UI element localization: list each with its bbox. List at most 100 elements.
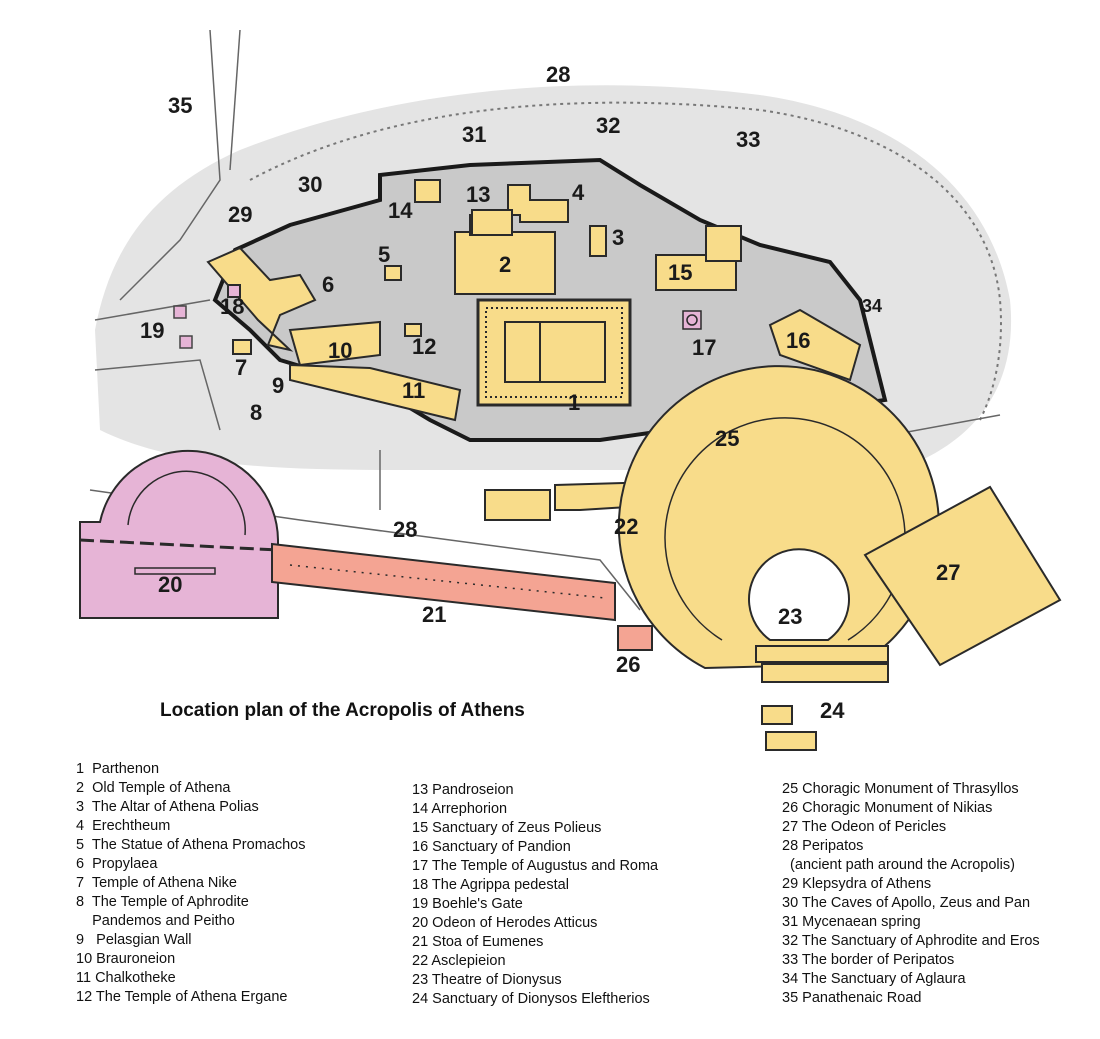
map-label: 1: [568, 390, 580, 415]
map-label: 31: [462, 122, 486, 147]
map-label: 15: [668, 260, 692, 285]
legend-item: 16 Sanctuary of Pandion: [412, 839, 571, 855]
map-label: 2: [499, 252, 511, 277]
legend-item: 1 Parthenon: [76, 761, 160, 777]
map-label: 25: [715, 426, 739, 451]
map-number-labels: 1 2 3 4 5 6 7 8 9 10 11 12 13 14 15 16 1…: [140, 62, 960, 723]
legend-item: 5 The Statue of Athena Promachos: [76, 837, 306, 853]
legend-item: 2 Old Temple of Athena: [76, 780, 231, 796]
map-label: 32: [596, 113, 620, 138]
map-label: 6: [322, 272, 334, 297]
legend-item: 11 Chalkotheke: [76, 970, 176, 986]
arrephorion: [414, 179, 441, 203]
map-label: 4: [572, 180, 585, 205]
map-label: 18: [220, 294, 244, 319]
legend-item: 26 Choragic Monument of Nikias: [782, 800, 993, 816]
legend-column-2: 13 Pandroseion 14 Arrephorion 15 Sanctua…: [412, 781, 658, 1009]
map-label: 17: [692, 335, 716, 360]
odeon-of-herodes-atticus: [79, 449, 279, 619]
legend-item: 20 Odeon of Herodes Atticus: [412, 915, 598, 931]
map-label: 9: [272, 373, 284, 398]
legend-item: 12 The Temple of Athena Ergane: [76, 989, 288, 1005]
legend-column-1: 1 Parthenon 2 Old Temple of Athena 3 The…: [76, 760, 305, 1007]
legend-item: 18 The Agrippa pedestal: [412, 877, 569, 893]
pandroseion: [471, 209, 513, 236]
map-label: 11: [402, 378, 425, 403]
legend-item: 15 Sanctuary of Zeus Polieus: [412, 820, 602, 836]
legend-item: 13 Pandroseion: [412, 782, 514, 798]
boehles-gate: [173, 305, 193, 349]
map-label: 10: [328, 338, 352, 363]
legend-item: 27 The Odeon of Pericles: [782, 819, 947, 835]
map-label: 16: [786, 328, 810, 353]
legend-item: 30 The Caves of Apollo, Zeus and Pan: [782, 895, 1031, 911]
legend-item: 3 The Altar of Athena Polias: [76, 799, 259, 815]
legend-item: 6 Propylaea: [76, 856, 158, 872]
map-label: 29: [228, 202, 252, 227]
sanctuary-of-pandion: [768, 308, 862, 382]
legend-item: 24 Sanctuary of Dionysos Eleftherios: [412, 991, 650, 1007]
map-label: 21: [422, 602, 446, 627]
peripatos-path: [249, 101, 1002, 421]
legend-item: 23 Theatre of Dionysus: [412, 972, 562, 988]
legend-item: 25 Choragic Monument of Thrasyllos: [782, 781, 1019, 797]
legend-item: 31 Mycenaean spring: [782, 914, 921, 930]
theatre-of-dionysus: [617, 365, 940, 683]
map-label: 34: [862, 296, 882, 316]
legend-item: 28 Peripatos: [782, 838, 864, 854]
legend-item: 19 Boehle's Gate: [412, 896, 523, 912]
propylaea: [206, 246, 317, 352]
map-label: 22: [614, 514, 638, 539]
map-label: 12: [412, 334, 436, 359]
legend-item: 33 The border of Peripatos: [782, 952, 955, 968]
legend-item: 8 The Temple of Aphrodite: [76, 894, 249, 910]
map-label: 20: [158, 572, 182, 597]
monument-of-nikias: [617, 625, 653, 651]
odeon-of-pericles: [863, 485, 1062, 667]
legend-item: 32 The Sanctuary of Aphrodite and Eros: [782, 933, 1040, 949]
map-label: 19: [140, 318, 164, 343]
legend-item: 7 Temple of Athena Nike: [76, 875, 237, 891]
old-temple-of-athena: [454, 231, 556, 295]
map-label: 5: [378, 242, 390, 267]
map-label: 27: [936, 560, 960, 585]
chalkotheke: [289, 363, 462, 422]
legend-item: 29 Klepsydra of Athens: [782, 876, 932, 892]
temple-of-augustus: [682, 310, 702, 330]
brauroneion: [288, 320, 381, 367]
altar-of-athena-polias: [589, 225, 607, 257]
parthenon: [476, 298, 632, 407]
agrippa-pedestal: [227, 284, 241, 298]
legend-item: 14 Arrephorion: [412, 801, 508, 817]
acropolis-map: 1 2 3 4 5 6 7 8 9 10 11 12 13 14 15 16 1…: [79, 29, 1062, 751]
legend-item: 22 Asclepieion: [412, 953, 506, 969]
legend-item: (ancient path around the Acropolis): [782, 857, 1015, 873]
map-label: 28: [546, 62, 570, 87]
map-label: 24: [820, 698, 845, 723]
legend-item: 17 The Temple of Augustus and Roma: [412, 858, 659, 874]
map-label: 35: [168, 93, 192, 118]
map-label: 33: [736, 127, 760, 152]
map-title: Location plan of the Acropolis of Athens: [160, 700, 525, 721]
temple-of-athena-nike: [232, 339, 252, 355]
map-label: 3: [612, 225, 624, 250]
legend-item: 9 Pelasgian Wall: [76, 932, 192, 948]
sanctuary-of-dionysos-eleftherios: [761, 705, 817, 751]
map-label: 28: [393, 517, 417, 542]
stoa-of-eumenes: [271, 542, 616, 622]
map-label: 26: [616, 652, 640, 677]
legend-item: 21 Stoa of Eumenes: [412, 934, 544, 950]
legend-item: 35 Panathenaic Road: [782, 990, 922, 1006]
temple-of-athena-ergane: [404, 323, 422, 337]
promachos-statue: [384, 265, 402, 281]
legend-column-3: 25 Choragic Monument of Thrasyllos 26 Ch…: [782, 780, 1040, 1008]
legend-item: Pandemos and Peitho: [76, 913, 235, 929]
stoa-small-1: [484, 489, 551, 521]
map-label: 8: [250, 400, 262, 425]
map-label: 30: [298, 172, 322, 197]
map-label: 7: [235, 355, 247, 380]
map-label: 13: [466, 182, 490, 207]
map-label: 14: [388, 198, 413, 223]
legend-item: 4 Erechtheum: [76, 818, 171, 834]
map-label: 23: [778, 604, 802, 629]
